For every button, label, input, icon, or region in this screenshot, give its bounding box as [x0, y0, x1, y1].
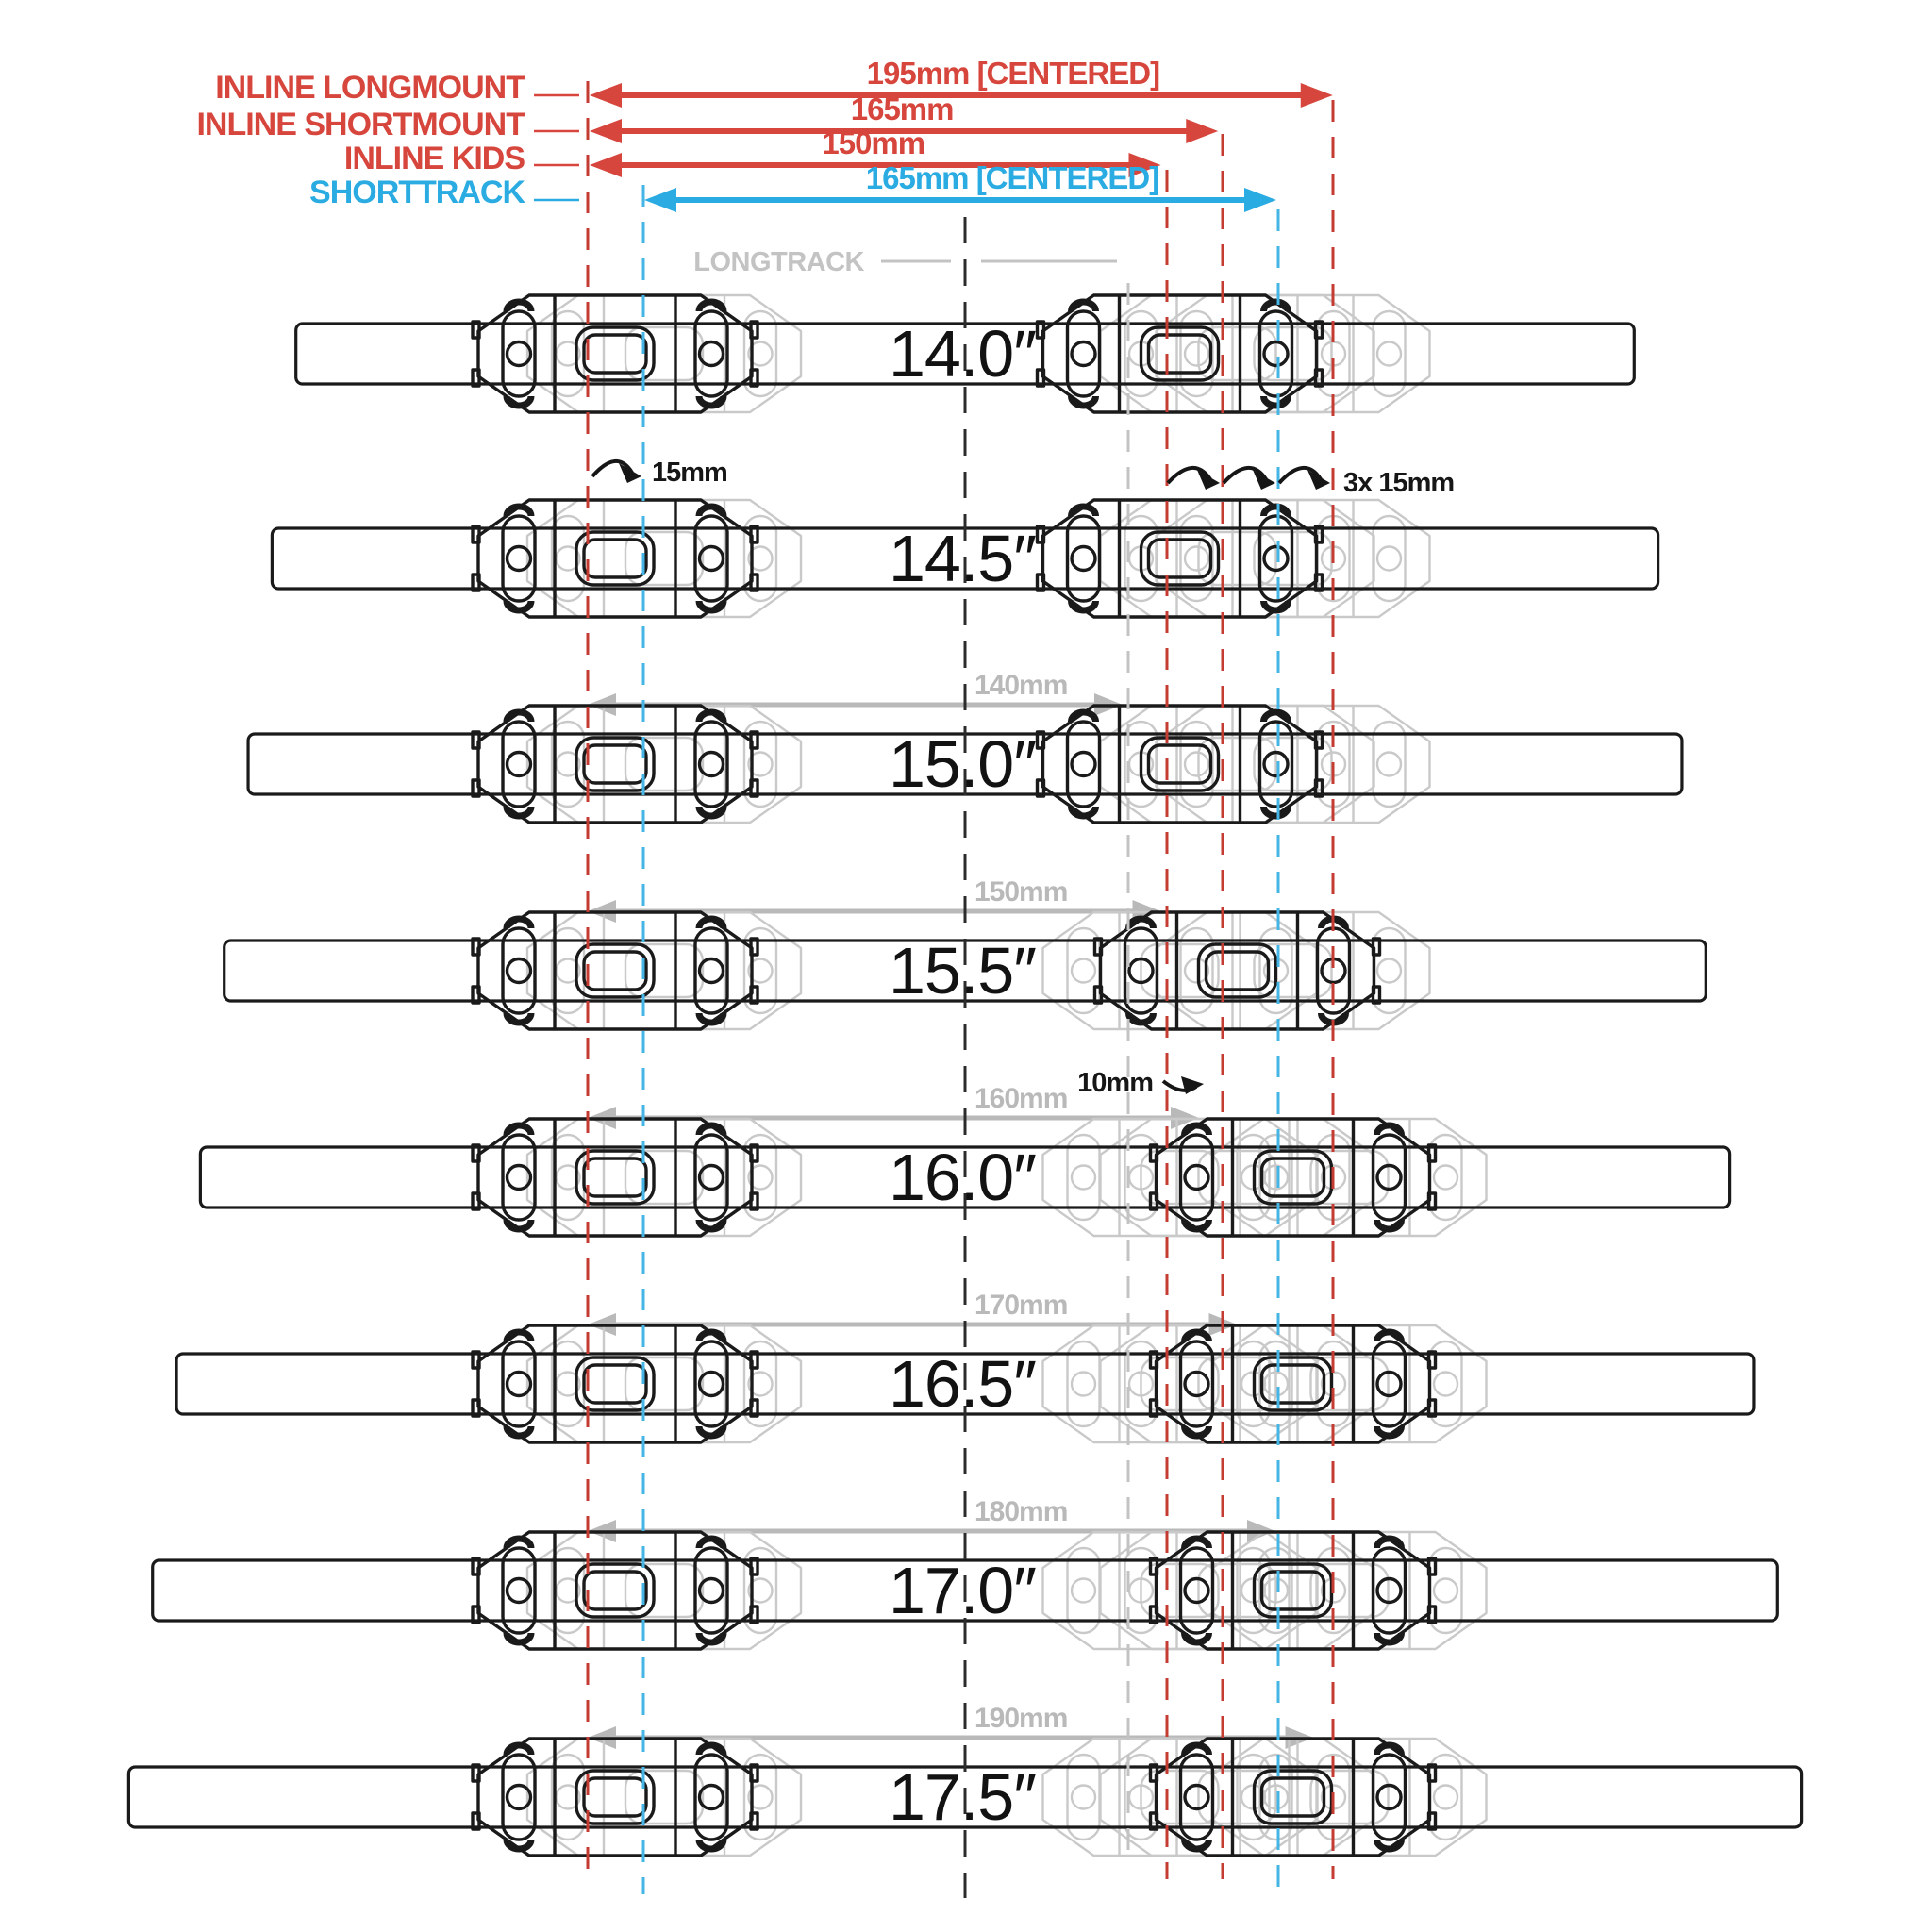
blade-size-label: 15.5″	[889, 934, 1036, 1008]
front-mount-ghost	[525, 293, 803, 414]
span-dim: 140mm	[588, 670, 1123, 716]
span-dim-label: 160mm	[974, 1083, 1067, 1114]
measure-label-inline-shortmount: 165mm	[851, 92, 954, 126]
span-dim: 150mm	[588, 876, 1161, 923]
measure-arrow-inline-kids	[590, 153, 1161, 177]
rear-shift-arrow-1-curve	[1166, 466, 1212, 485]
front-shift-arrow-head	[619, 463, 641, 483]
measure-label-inline-longmount: 195mm [CENTERED]	[867, 56, 1159, 91]
front-shift-arrow	[591, 459, 641, 483]
blade-size-label: 16.5″	[889, 1347, 1036, 1421]
measure-label-shorttrack: 165mm [CENTERED]	[866, 160, 1158, 195]
front-mount	[473, 1119, 758, 1236]
legend-row-inline-kids: INLINE KIDS 150mm	[344, 125, 1161, 177]
front-mount	[473, 500, 758, 617]
front-mount	[473, 1532, 758, 1649]
measure-arrow-shorttrack	[644, 188, 1276, 212]
span-dim: 180mm	[588, 1496, 1275, 1542]
measure-arrow-inline-shortmount-head-right	[1186, 119, 1219, 143]
blade-size-label: 17.0″	[889, 1554, 1036, 1627]
legend-label-inline-kids: INLINE KIDS	[344, 141, 525, 176]
mid-shift-head	[1181, 1076, 1204, 1094]
front-mount-ghost	[525, 1737, 803, 1857]
rear-shift-arrow-1-head	[1197, 470, 1220, 490]
measure-arrow-shorttrack-head-right	[1244, 188, 1276, 212]
rear-shift-arrow-1	[1166, 466, 1220, 490]
rear-shift-arrow-3-head	[1307, 470, 1330, 490]
measure-label-inline-kids: 150mm	[822, 125, 924, 160]
span-dim-label: 190mm	[974, 1703, 1067, 1734]
front-shift-label: 15mm	[652, 458, 727, 488]
legend-label-inline-longmount: INLINE LONGMOUNT	[215, 70, 525, 106]
front-mount	[473, 706, 758, 823]
measure-arrow-inline-kids-head-right	[1128, 153, 1161, 177]
blade-size-label: 16.0″	[889, 1141, 1036, 1214]
measure-arrow-inline-longmount-head-right	[1300, 83, 1333, 108]
blade-row-15.0: 140mm 15.0″	[246, 670, 1684, 824]
measure-arrow-inline-longmount-head-left	[590, 83, 622, 108]
front-mount-ghost	[525, 910, 803, 1031]
measure-arrow-inline-kids-head-left	[590, 153, 622, 177]
front-mount-ghost	[525, 498, 803, 619]
front-mount-ghost	[525, 1324, 803, 1444]
front-mount	[473, 295, 758, 412]
legend-label-longtrack: LONGTRACK	[693, 247, 864, 277]
rear-shift-arrow-3-curve	[1277, 466, 1323, 485]
rear-shift-label: 3x 15mm	[1343, 468, 1454, 498]
reference-lines	[586, 81, 1335, 1898]
blade-size-label: 14.0″	[889, 317, 1036, 391]
front-mount-ghost	[525, 704, 803, 824]
blade-size-label: 15.0″	[889, 727, 1036, 801]
rear-mount	[1095, 912, 1380, 1029]
front-mount-ghost	[525, 1117, 803, 1238]
front-mount-ghost	[525, 1530, 803, 1651]
legend-row-inline-shortmount: INLINE SHORTMOUNT 165mm	[196, 92, 1219, 143]
front-mount	[473, 912, 758, 1029]
annotations: 15mm 3x 15mm 10mm	[591, 458, 1455, 1098]
span-dim-label: 150mm	[974, 876, 1067, 908]
legend-row-longtrack: LONGTRACK	[693, 247, 1117, 277]
blade-size-label: 14.5″	[889, 522, 1036, 595]
measure-arrow-inline-longmount	[590, 83, 1333, 108]
rear-shift-arrow-2-curve	[1222, 466, 1268, 485]
span-dim-label: 180mm	[974, 1496, 1067, 1527]
span-dim-label: 140mm	[974, 670, 1067, 701]
measure-arrow-inline-shortmount	[590, 119, 1219, 143]
blade-row-17.0: 180mm 17.0″	[151, 1496, 1779, 1651]
front-mount	[473, 1739, 758, 1856]
span-dim-label: 170mm	[974, 1290, 1067, 1321]
span-dim: 170mm	[588, 1290, 1238, 1336]
front-mount	[473, 1325, 758, 1442]
legend-label-shorttrack: SHORTTRACK	[309, 175, 525, 210]
legend-row-inline-longmount: INLINE LONGMOUNT 195mm [CENTERED]	[215, 56, 1333, 108]
blade-row-17.5: 190mm 17.5″	[126, 1703, 1804, 1857]
measure-arrow-inline-shortmount-head-left	[590, 119, 622, 143]
rear-shift-arrow-2-head	[1253, 470, 1275, 490]
mid-shift-label: 10mm	[1077, 1068, 1153, 1098]
rear-shift-arrow-2	[1222, 466, 1275, 490]
measure-arrow-shorttrack-head-left	[644, 188, 676, 212]
rear-shift-arrow-3	[1277, 466, 1330, 490]
blade-size-label: 17.5″	[889, 1760, 1036, 1834]
legend-label-inline-shortmount: INLINE SHORTMOUNT	[196, 107, 525, 142]
legend-row-shorttrack: SHORTTRACK 165mm [CENTERED]	[309, 160, 1276, 212]
front-shift-arrow-curve	[591, 459, 634, 478]
